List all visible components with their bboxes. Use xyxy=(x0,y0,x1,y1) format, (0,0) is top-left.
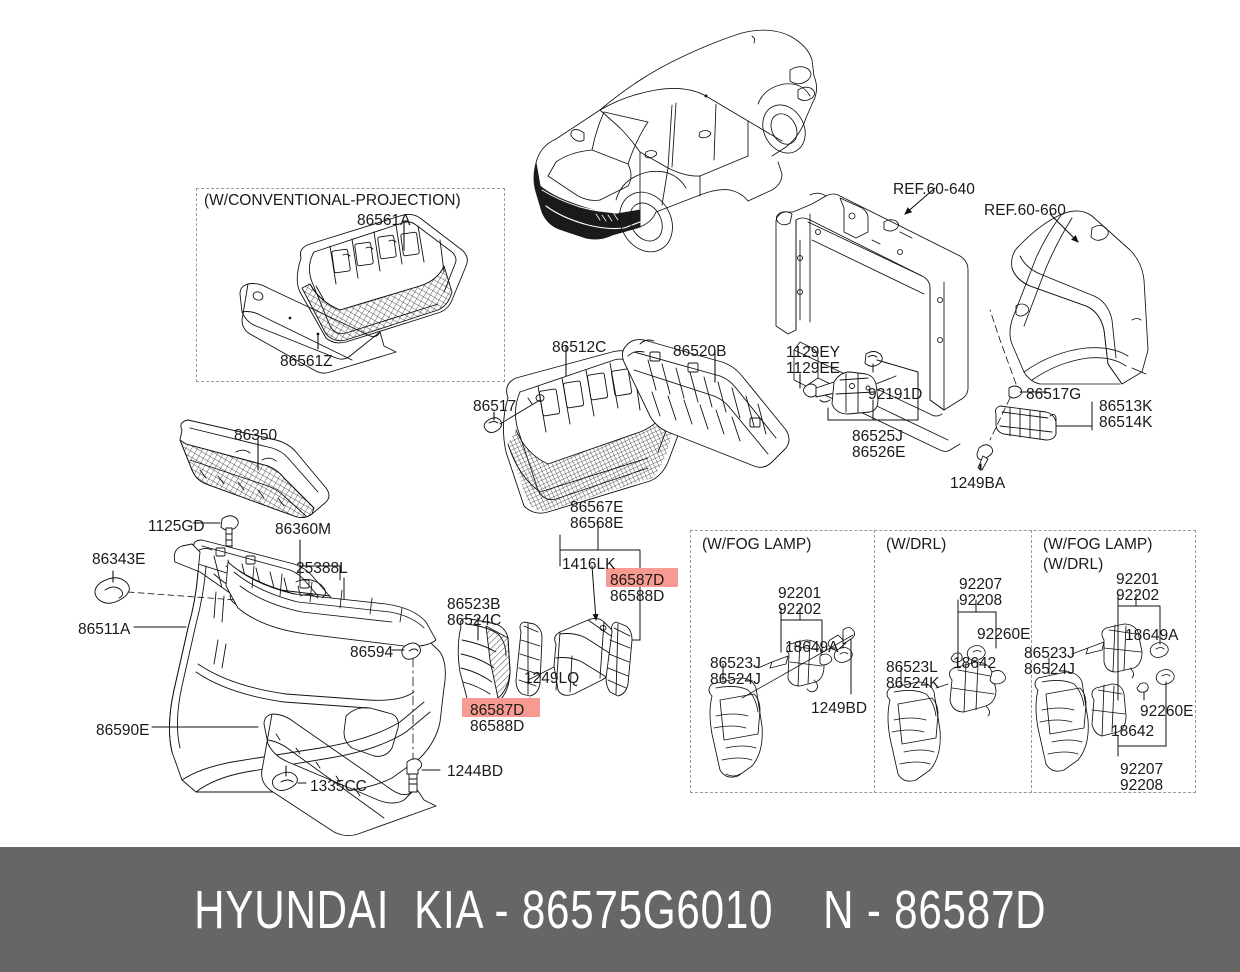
fog-lamp-panel-parts xyxy=(708,627,856,778)
label-92260e: 92260E xyxy=(977,626,1031,643)
diagram-artwork xyxy=(94,29,1175,837)
part-86525J-bracket xyxy=(819,351,897,415)
label-86561z: 86561Z xyxy=(280,353,333,370)
label-86524j: 86524J xyxy=(1024,661,1075,678)
highlight-86587D-upper xyxy=(606,568,678,587)
label-86587d: 86587D xyxy=(470,702,525,719)
label-86511a: 86511A xyxy=(78,621,131,638)
label-92260e: 92260E xyxy=(1140,703,1194,720)
label-86523j: 86523J xyxy=(710,655,761,672)
label-86512c: 86512C xyxy=(552,339,607,356)
panel-lamp-variants xyxy=(690,530,1196,793)
label-86561a: 86561A xyxy=(357,212,411,229)
label-86350: 86350 xyxy=(234,427,278,444)
label-86360m: 86360M xyxy=(275,521,332,538)
panel-conventional-projection xyxy=(196,188,505,382)
label-86588d: 86588D xyxy=(610,588,665,605)
part-86513K-bracket xyxy=(995,405,1093,441)
label-86524j: 86524J xyxy=(710,671,761,688)
label-86568e: 86568E xyxy=(570,515,624,532)
label-86524c: 86524C xyxy=(447,612,502,629)
label-1129ey: 1129EY xyxy=(786,344,841,361)
label-1249ba: 1249BA xyxy=(950,475,1006,492)
label-86525j: 86525J xyxy=(852,428,903,445)
label-1244bd: 1244BD xyxy=(447,763,504,780)
label-92201: 92201 xyxy=(1116,571,1160,588)
label-wfoglamp: (W/FOG LAMP) xyxy=(1043,536,1153,553)
label-ref.60-660: REF.60-660 xyxy=(984,202,1066,219)
label-1335cc: 1335CC xyxy=(310,778,367,795)
footer-part-number-text: HYUNDAI KIA - 86575G6010 N - 86587D xyxy=(193,879,1047,940)
part-86587D-guide-right xyxy=(605,589,641,697)
label-1416lk: 1416LK xyxy=(562,556,616,573)
label-wfoglamp: (W/FOG LAMP) xyxy=(702,536,812,553)
footer-banner: HYUNDAI KIA - 86575G6010 N - 86587D xyxy=(0,847,1240,972)
label-86513k: 86513K xyxy=(1099,398,1153,415)
label-86517g: 86517G xyxy=(1026,386,1082,403)
label-25388l: 25388L xyxy=(296,560,348,577)
label-wconventional-projection: (W/CONVENTIONAL-PROJECTION) xyxy=(204,192,461,209)
label-86523j: 86523J xyxy=(1024,645,1075,662)
part-86520B xyxy=(621,339,790,468)
label-86590e: 86590E xyxy=(96,722,150,739)
label-86523b: 86523B xyxy=(447,596,501,613)
label-86524k: 86524K xyxy=(886,675,940,692)
panel-divider-2 xyxy=(1031,530,1032,793)
label-1249lq: 1249LQ xyxy=(524,670,580,687)
label-86517: 86517 xyxy=(473,398,517,415)
highlight-86587D-lower xyxy=(462,698,540,717)
part-86523B-bracket xyxy=(457,617,511,710)
ref-60-640-radiator-support xyxy=(775,187,969,452)
part-1244BD-bolt xyxy=(406,758,441,793)
part-86350-radiator-grille xyxy=(179,419,330,519)
part-1249BA-bolt xyxy=(976,444,994,471)
label-86594: 86594 xyxy=(350,644,394,661)
label-92202: 92202 xyxy=(1116,587,1160,604)
label-86588d: 86588D xyxy=(470,718,525,735)
label-wdrl: (W/DRL) xyxy=(1043,556,1104,573)
label-92201: 92201 xyxy=(778,585,822,602)
label-86523l: 86523L xyxy=(886,659,938,676)
label-18642: 18642 xyxy=(953,655,997,672)
label-wdrl: (W/DRL) xyxy=(886,536,947,553)
label-18642: 18642 xyxy=(1111,723,1155,740)
label-86520b: 86520B xyxy=(673,343,727,360)
label-92191d: 92191D xyxy=(868,386,923,403)
part-86594-clip xyxy=(391,642,421,763)
part-86587D-guide-left xyxy=(515,621,543,713)
label-86343e: 86343E xyxy=(92,551,146,568)
part-86590E-lower-moulding xyxy=(151,713,437,837)
label-92207: 92207 xyxy=(1120,761,1164,778)
drl-panel-parts xyxy=(886,645,1006,782)
label-92208: 92208 xyxy=(1120,777,1164,794)
label-1125gd: 1125GD xyxy=(148,518,205,535)
label-86567e: 86567E xyxy=(570,499,624,516)
label-92207: 92207 xyxy=(959,576,1003,593)
label-1249bd: 1249BD xyxy=(811,700,868,717)
label-86514k: 86514K xyxy=(1099,414,1153,431)
part-1335CC-clip xyxy=(271,765,307,791)
label-18649a: 18649A xyxy=(1125,627,1179,644)
bumper-upper-grille-insert xyxy=(225,561,437,647)
part-86343E-cap xyxy=(94,570,237,604)
label-86526e: 86526E xyxy=(852,444,906,461)
label-92202: 92202 xyxy=(778,601,822,618)
part-86517 xyxy=(483,399,541,433)
label-86587d: 86587D xyxy=(610,572,665,589)
vehicle-illustration xyxy=(533,29,817,253)
ref-60-660-fender xyxy=(1009,210,1149,385)
label-ref.60-640: REF.60-640 xyxy=(893,181,975,198)
panel-divider-1 xyxy=(874,530,875,793)
fog-drl-panel-parts xyxy=(1034,623,1175,772)
part-86561A xyxy=(296,213,468,344)
label-92208: 92208 xyxy=(959,592,1003,609)
label-1129ee: 1129EE xyxy=(786,360,841,377)
label-18649a: 18649A xyxy=(785,639,839,656)
part-86561Z xyxy=(239,283,397,374)
